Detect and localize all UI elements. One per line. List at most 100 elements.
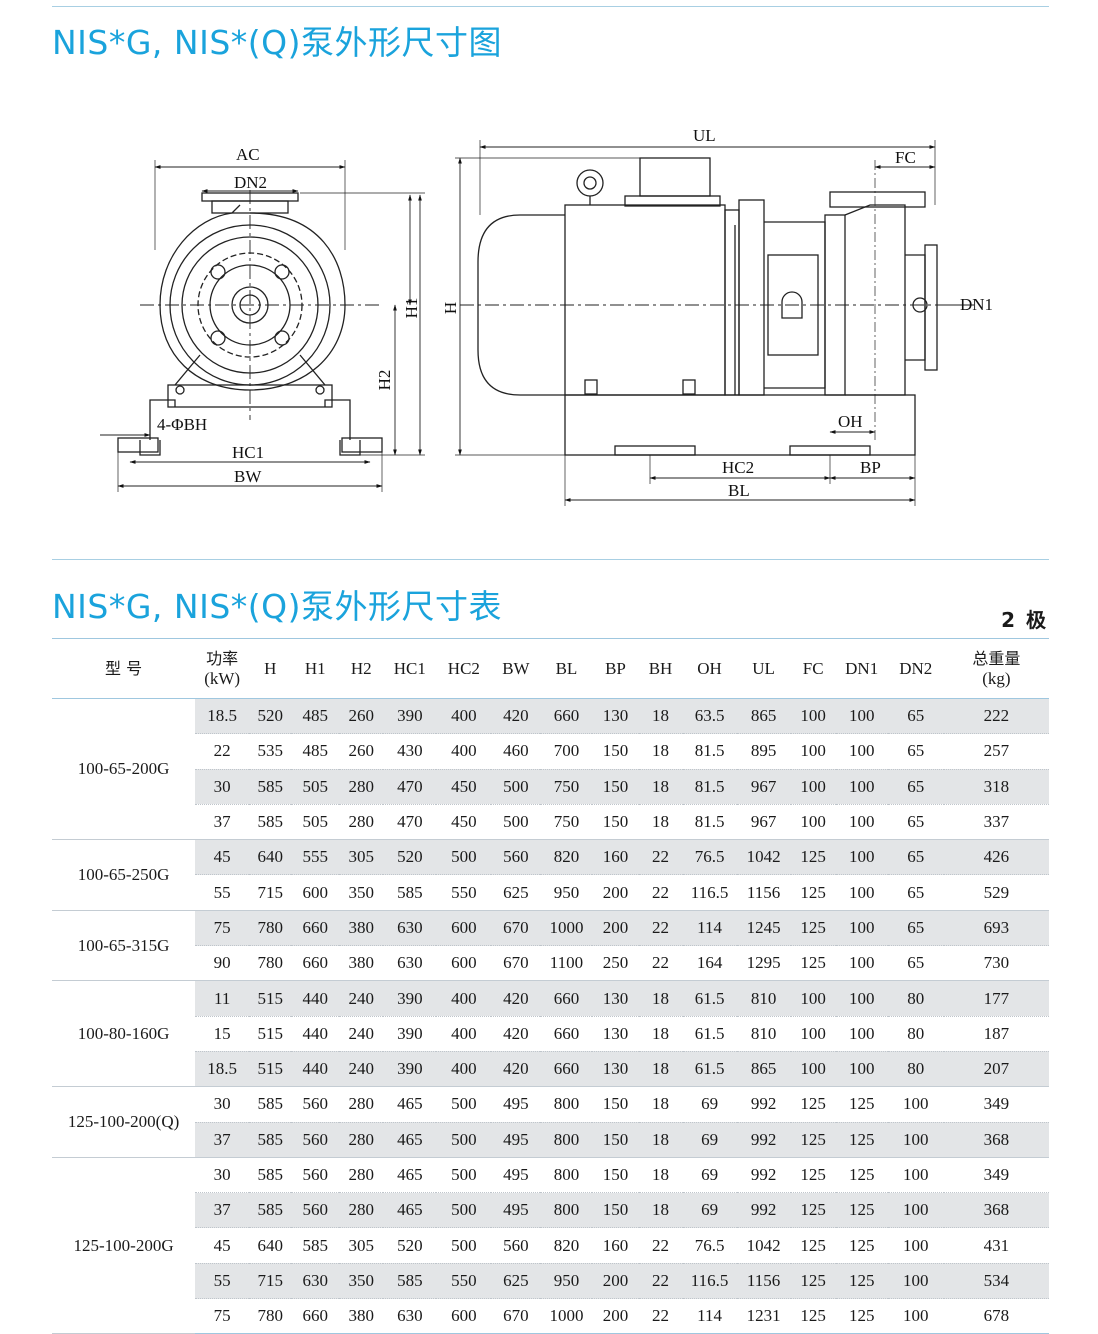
table-cell: 670 [491, 910, 541, 947]
table-cell: 81.5 [682, 769, 737, 805]
table-cell: 950 [540, 1263, 593, 1300]
table-cell: 380 [339, 1298, 384, 1334]
table-cell: 520 [249, 698, 292, 735]
table-cell: 22 [638, 945, 683, 982]
label-hc2: HC2 [722, 458, 754, 477]
table-cell: 800 [540, 1122, 593, 1158]
table-cell: 1100 [540, 945, 593, 982]
middle-rule [52, 559, 1049, 560]
table-cell: 585 [383, 1263, 437, 1300]
table-cell: 65 [887, 733, 944, 770]
table-cell: 670 [491, 1298, 541, 1334]
table-cell: 350 [339, 874, 384, 911]
table-cell: 37 [195, 804, 250, 841]
label-h2: H2 [375, 370, 394, 391]
table-cell: 61.5 [682, 980, 737, 1017]
table-cell: 585 [249, 1086, 292, 1123]
table-cell: 820 [540, 839, 593, 876]
table-cell: 625 [491, 874, 541, 911]
table-cell: 992 [736, 1086, 791, 1123]
table-cell: 18 [638, 980, 683, 1017]
table-cell: 967 [736, 804, 791, 841]
table-cell: 200 [592, 874, 639, 911]
table-cell: 465 [383, 1122, 437, 1158]
table-cell: 500 [436, 1086, 492, 1123]
table-cell: 150 [592, 1157, 639, 1194]
table-cell: 380 [339, 945, 384, 982]
table-cell: 100 [887, 1263, 944, 1300]
table-cell: 130 [592, 1051, 639, 1088]
table-cell: 515 [249, 1016, 292, 1052]
table-cell: 485 [291, 698, 340, 735]
table-cell: 560 [291, 1122, 340, 1158]
table-cell: 18 [638, 1192, 683, 1229]
table-cell: 500 [491, 769, 541, 805]
table-cell: 125 [835, 1122, 888, 1158]
table-cell: 45 [195, 839, 250, 876]
table-cell: 585 [249, 804, 292, 841]
table-cell: 100 [835, 980, 888, 1017]
table-cell: 337 [943, 804, 1049, 841]
table-cell: 810 [736, 980, 791, 1017]
table-cell: 560 [491, 839, 541, 876]
table-cell: 61.5 [682, 1051, 737, 1088]
table-cell: 150 [592, 733, 639, 770]
header-h: H [249, 638, 292, 699]
table-cell: 114 [682, 910, 737, 947]
table-cell: 700 [540, 733, 593, 770]
table-cell: 125 [835, 1086, 888, 1123]
table-cell: 349 [943, 1086, 1049, 1123]
table-cell: 495 [491, 1192, 541, 1229]
table-cell: 400 [436, 980, 492, 1017]
model-cell: 125-100-200G [52, 1157, 196, 1334]
table-cell: 630 [291, 1263, 340, 1300]
table-cell: 125 [790, 1086, 836, 1123]
table-cell: 130 [592, 980, 639, 1017]
table-cell: 30 [195, 769, 250, 805]
table-cell: 200 [592, 910, 639, 947]
table-cell: 65 [887, 698, 944, 735]
table-cell: 116.5 [682, 1263, 737, 1300]
table-cell: 125 [790, 1157, 836, 1194]
table-cell: 500 [491, 804, 541, 841]
table-cell: 18 [638, 1016, 683, 1052]
table-cell: 100 [887, 1086, 944, 1123]
table-cell: 280 [339, 1192, 384, 1229]
header-dn2: DN2 [887, 638, 944, 699]
table-cell: 100 [887, 1192, 944, 1229]
table-cell: 1295 [736, 945, 791, 982]
label-ac: AC [236, 145, 260, 164]
table-cell: 440 [291, 1016, 340, 1052]
table-cell: 660 [291, 910, 340, 947]
table-cell: 560 [291, 1157, 340, 1194]
table-cell: 350 [339, 1263, 384, 1300]
table-cell: 65 [887, 910, 944, 947]
table-cell: 250 [592, 945, 639, 982]
table-cell: 1042 [736, 839, 791, 876]
header-power: 功率(kW) [195, 638, 250, 699]
table-cell: 550 [436, 1263, 492, 1300]
table-cell: 585 [383, 874, 437, 911]
table-cell: 534 [943, 1263, 1049, 1300]
table-cell: 420 [491, 980, 541, 1017]
table-cell: 600 [436, 945, 492, 982]
table-cell: 18 [638, 769, 683, 805]
table-cell: 45 [195, 1227, 250, 1264]
label-hc1: HC1 [232, 443, 264, 462]
table-cell: 500 [436, 839, 492, 876]
table-cell: 22 [638, 1298, 683, 1334]
table-cell: 160 [592, 1227, 639, 1264]
table-cell: 150 [592, 769, 639, 805]
table-cell: 130 [592, 1016, 639, 1052]
table-cell: 630 [383, 910, 437, 947]
table-cell: 810 [736, 1016, 791, 1052]
table-cell: 520 [383, 839, 437, 876]
table-cell: 305 [339, 1227, 384, 1264]
